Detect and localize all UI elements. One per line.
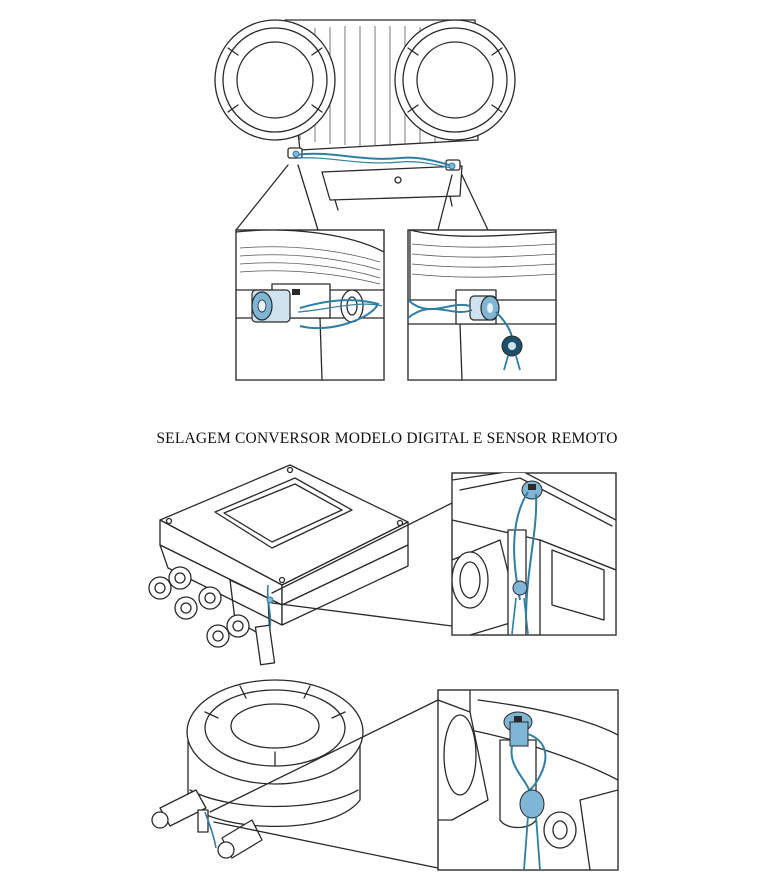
figure-caption: SELAGEM CONVERSOR MODELO DIGITAL E SENSO… [156,430,618,447]
detail-sensor-seal [437,689,619,871]
callout-lines-middle [271,502,453,627]
detail-left-screw-seal [235,229,385,381]
digital-converter-box [148,464,409,666]
transmitter-housing [214,19,516,211]
callout-lines-bottom [209,699,439,869]
detail-right-screw-seal [407,229,557,381]
detail-converter-seal [451,472,617,636]
callout-lines-top [235,164,489,231]
